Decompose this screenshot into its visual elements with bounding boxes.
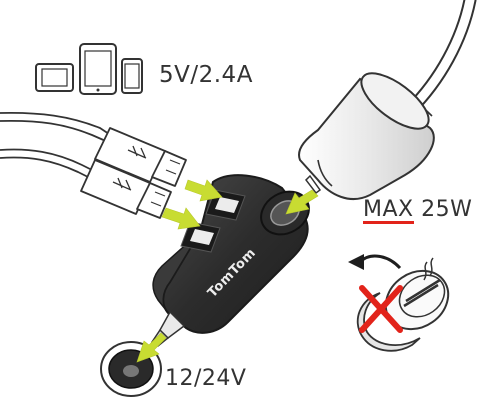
- usb-cable-icon: [80, 159, 172, 219]
- socket-input-label: 12/24V: [165, 366, 247, 391]
- phone-icon: [121, 58, 143, 94]
- max-power-prefix: MAX: [363, 198, 414, 225]
- usb-cables-group: [0, 111, 187, 219]
- charger-device: TomTom: [150, 174, 310, 347]
- max-power-value: 25W: [421, 197, 473, 222]
- devices-group: [35, 43, 143, 95]
- arrow-icon: [358, 254, 402, 270]
- car-socket-icon: [100, 341, 162, 397]
- arrow-icon: [136, 332, 167, 363]
- arrow-icon: [184, 179, 223, 202]
- usb-ports: [180, 189, 246, 253]
- usb-cable-icon: [94, 127, 187, 187]
- tablet-icon: [35, 63, 74, 92]
- cigarette-lighter-icon: [298, 72, 435, 200]
- arrow-icon: [285, 189, 319, 215]
- arrows-group: [136, 179, 319, 363]
- no-smoking-icon: [348, 254, 450, 352]
- usb-output-label: 5V/2.4A: [159, 62, 253, 88]
- max-power-label: MAX 25W: [363, 197, 473, 225]
- arrow-icon: [161, 207, 201, 230]
- ipad-icon: [79, 43, 117, 95]
